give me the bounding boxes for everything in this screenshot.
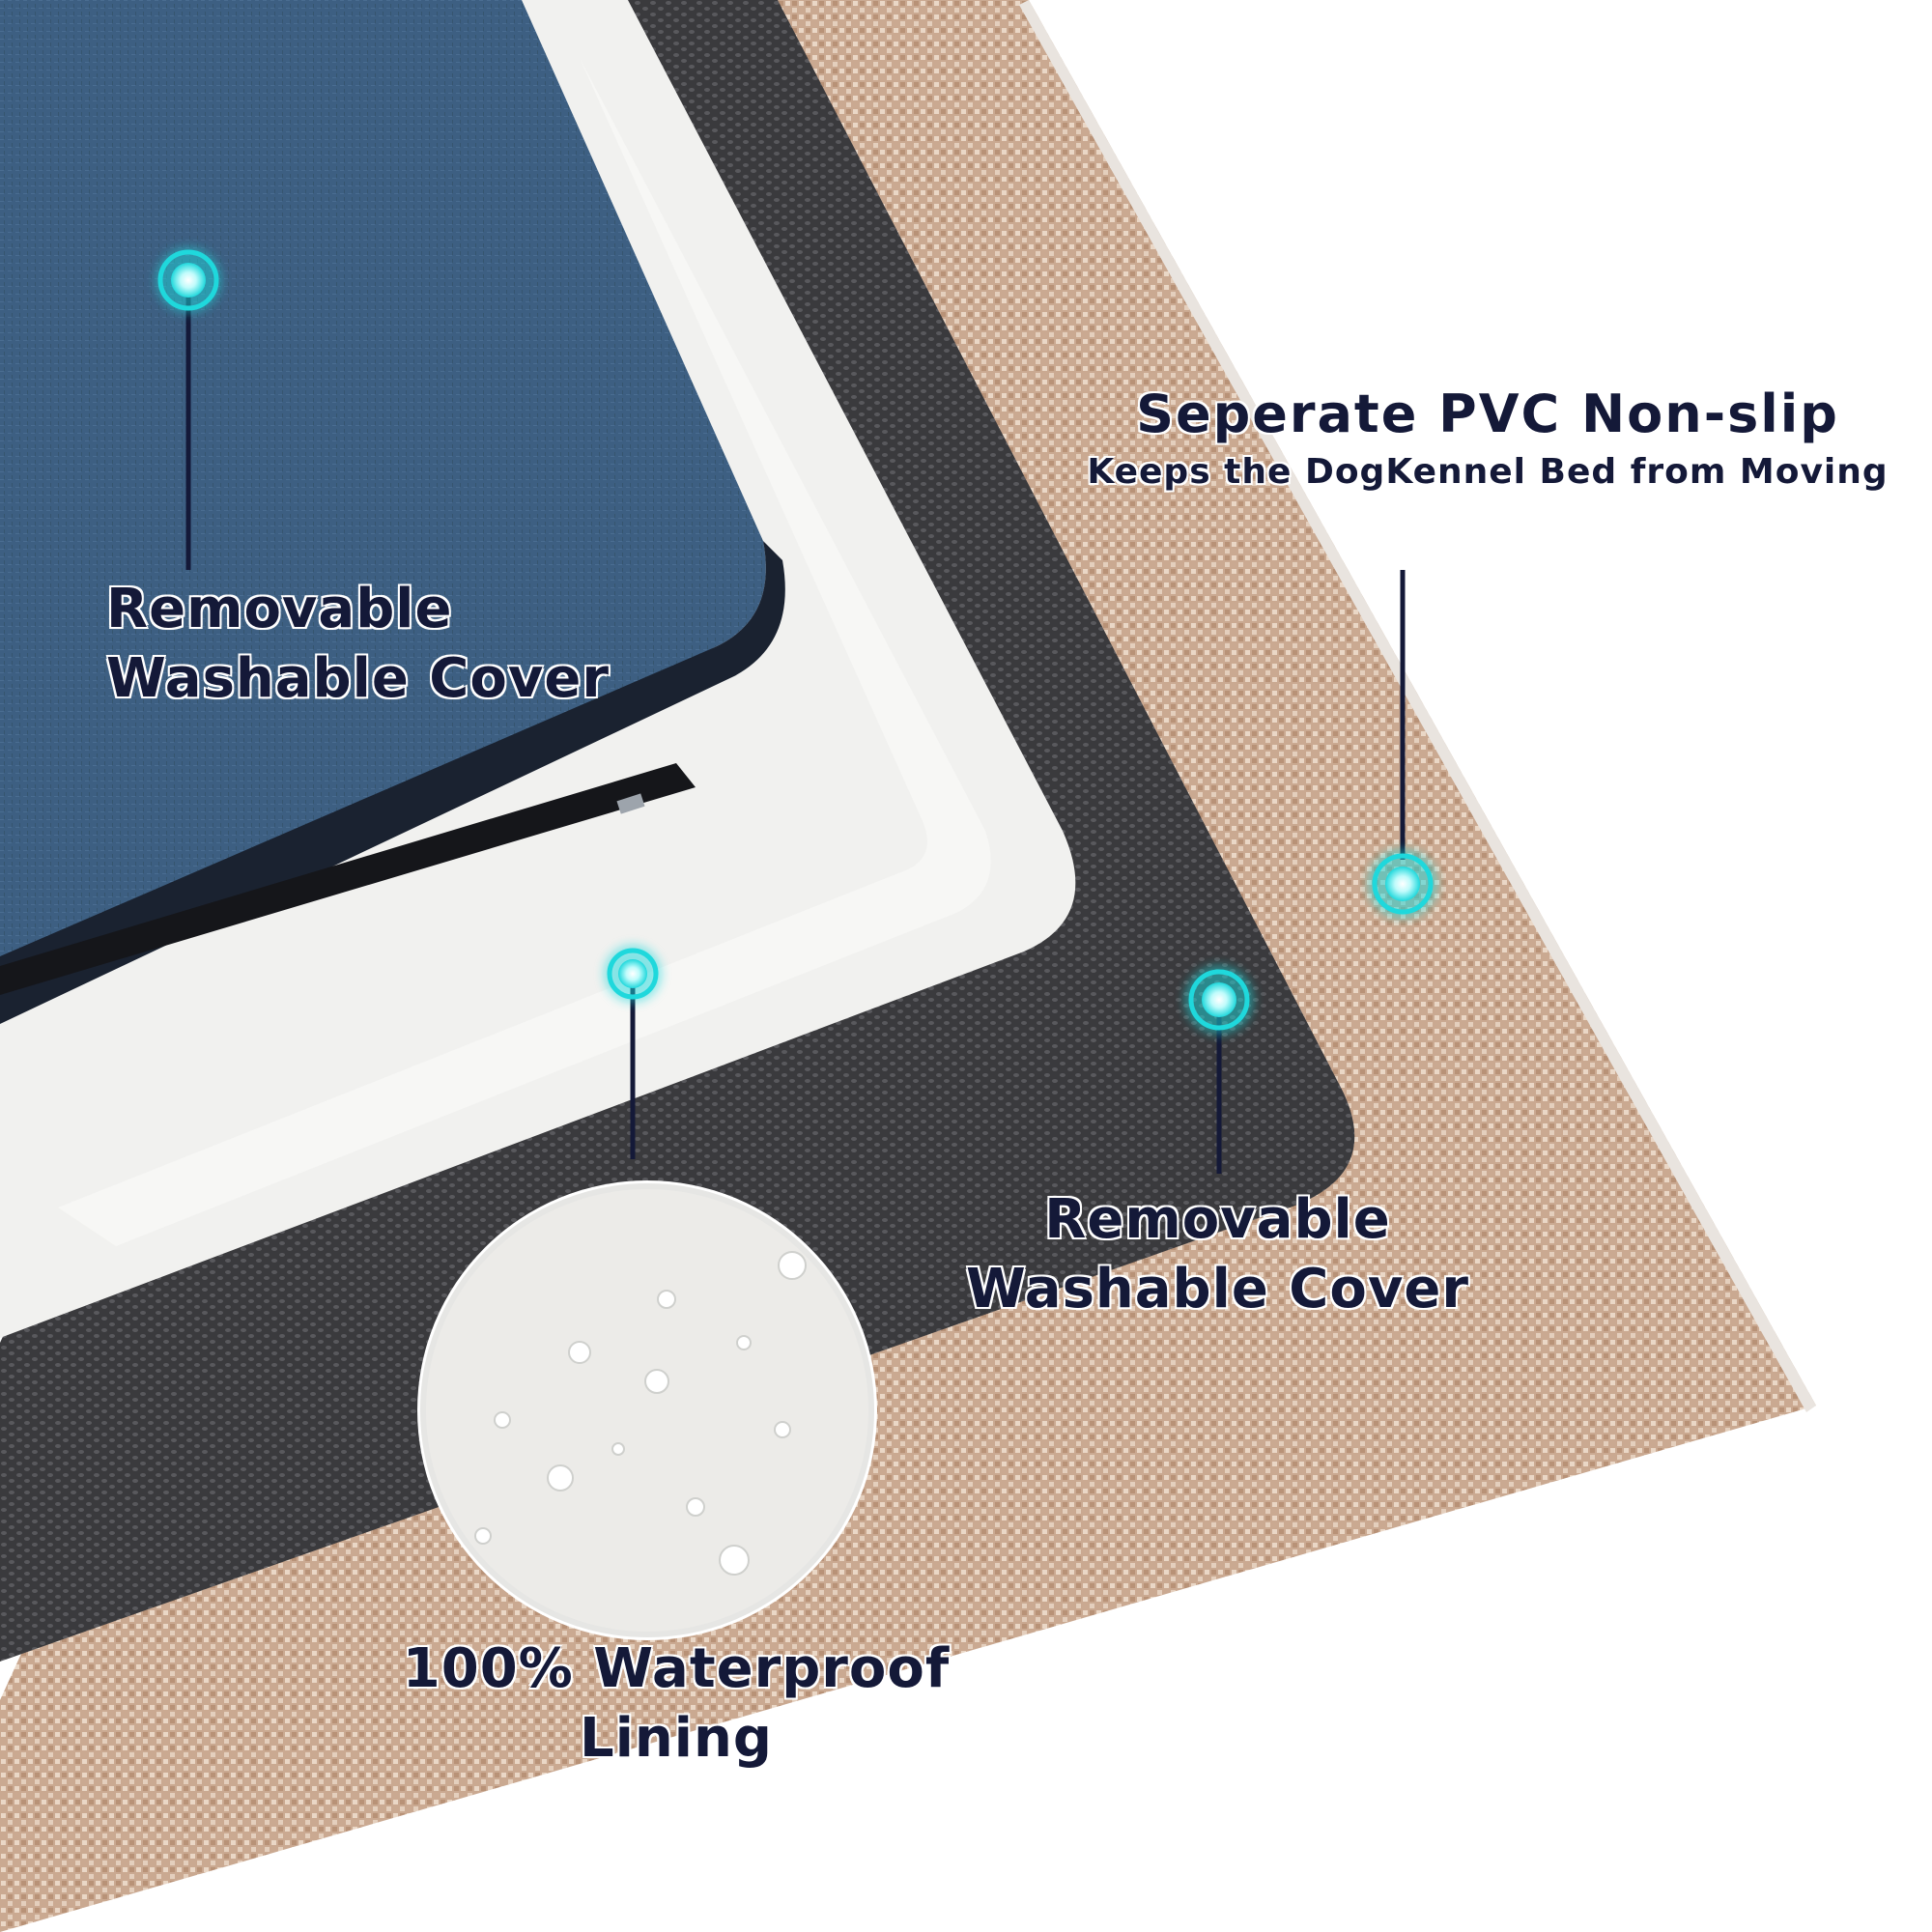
- cover-zipper: [0, 763, 696, 995]
- callout-cover-top-line1: Removable: [106, 578, 453, 640]
- callout-pvc: Seperate PVC Non-slip Keeps the DogKenne…: [1043, 381, 1932, 497]
- marker-lining-icon: [604, 945, 662, 1003]
- callout-cover-top: Removable Washable Cover: [106, 575, 610, 714]
- marker-mesh-icon: [1184, 965, 1254, 1035]
- callout-cover-top-line2: Washable Cover: [106, 647, 610, 710]
- callout-lining-line1: 100% Waterproof: [402, 1637, 951, 1700]
- waterproof-highlight: [58, 58, 991, 1246]
- pvc-nonslip-edge: [1019, 0, 1816, 1412]
- callout-lining: 100% Waterproof Lining: [377, 1634, 976, 1774]
- zipper-pull: [616, 793, 645, 814]
- waterproof-inset: [425, 1188, 869, 1633]
- marker-cover-top-icon: [156, 247, 221, 313]
- callout-pvc-title: Seperate PVC Non-slip: [1136, 384, 1839, 444]
- callout-cover-mesh-line1: Removable: [1044, 1188, 1391, 1251]
- callout-cover-mesh-line2: Washable Cover: [966, 1258, 1469, 1321]
- marker-pvc-icon: [1368, 849, 1437, 919]
- callout-lining-line2: Lining: [580, 1707, 773, 1770]
- cover-dark-bottom: [0, 541, 785, 1024]
- callout-cover-mesh: Removable Washable Cover: [966, 1185, 1469, 1324]
- callout-pvc-subtitle: Keeps the DogKennel Bed from Moving: [1087, 452, 1889, 492]
